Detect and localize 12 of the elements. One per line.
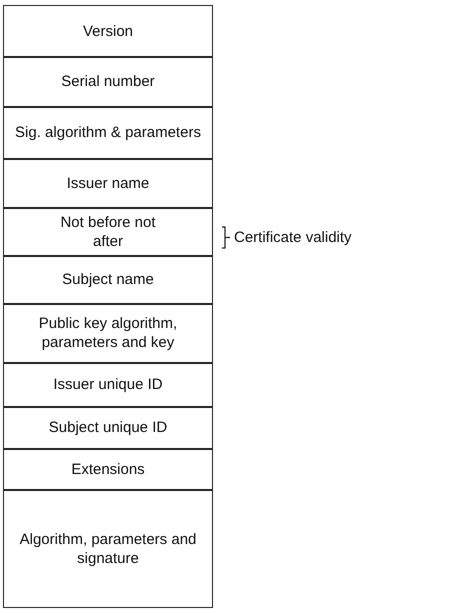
field-box: Extensions (3, 448, 213, 490)
field-box: Serial number (3, 56, 213, 108)
field-box: Public key algorithm, parameters and key (3, 303, 213, 364)
bracket-label: Certificate validity (234, 228, 352, 246)
field-box: Sig. algorithm & parameters (3, 106, 213, 160)
field-box: Issuer name (3, 158, 213, 208)
field-box: Algorithm, parameters and signature (3, 489, 213, 608)
field-box: Not before not after (3, 207, 213, 256)
field-box: Subject name (3, 255, 213, 304)
field-box: Subject unique ID (3, 406, 213, 450)
field-box: Version (3, 5, 213, 58)
field-box: Issuer unique ID (3, 362, 213, 408)
